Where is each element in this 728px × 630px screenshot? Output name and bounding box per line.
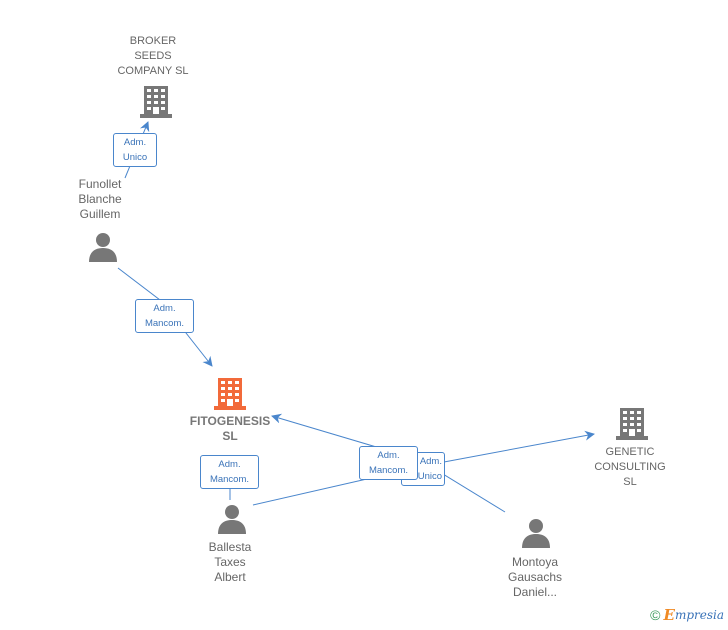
edge-label-funollet-fitogenesis: Adm. Mancom. [135,299,194,333]
edge-ballesta-mid [252,475,381,506]
node-label-funollet[interactable]: Funollet Blanche Guillem [78,177,122,221]
copyright-icon: © [650,607,661,623]
main-building-icon[interactable] [214,376,246,410]
edge-label-ballesta-fitogenesis: Adm. Mancom. [200,455,259,489]
edge-montoya-genetic [443,430,595,463]
building-icon[interactable] [616,406,648,440]
brand-initial: E [663,606,675,624]
node-label-montoya[interactable]: Montoya Gausachs Daniel... [507,555,563,599]
node-label-genetic-consulting[interactable]: GENETIC CONSULTING SL [594,446,666,488]
node-label-broker-seeds[interactable]: BROKER SEEDS COMPANY SL [117,35,189,77]
person-icon[interactable] [521,518,551,548]
edge-label-montoya-fitogenesis: Adm. Mancom. [359,446,418,480]
edge-label-funollet-broker: Adm. Unico [113,133,157,167]
person-icon[interactable] [217,504,247,534]
brand-name: mpresia [674,608,724,622]
node-label-ballesta[interactable]: Ballesta Taxes Albert [208,540,252,584]
node-label-fitogenesis[interactable]: FITOGENESIS SL [189,414,271,443]
building-icon[interactable] [140,84,172,118]
footer-brand: © E mpresia [650,606,724,624]
person-icon[interactable] [88,232,118,262]
